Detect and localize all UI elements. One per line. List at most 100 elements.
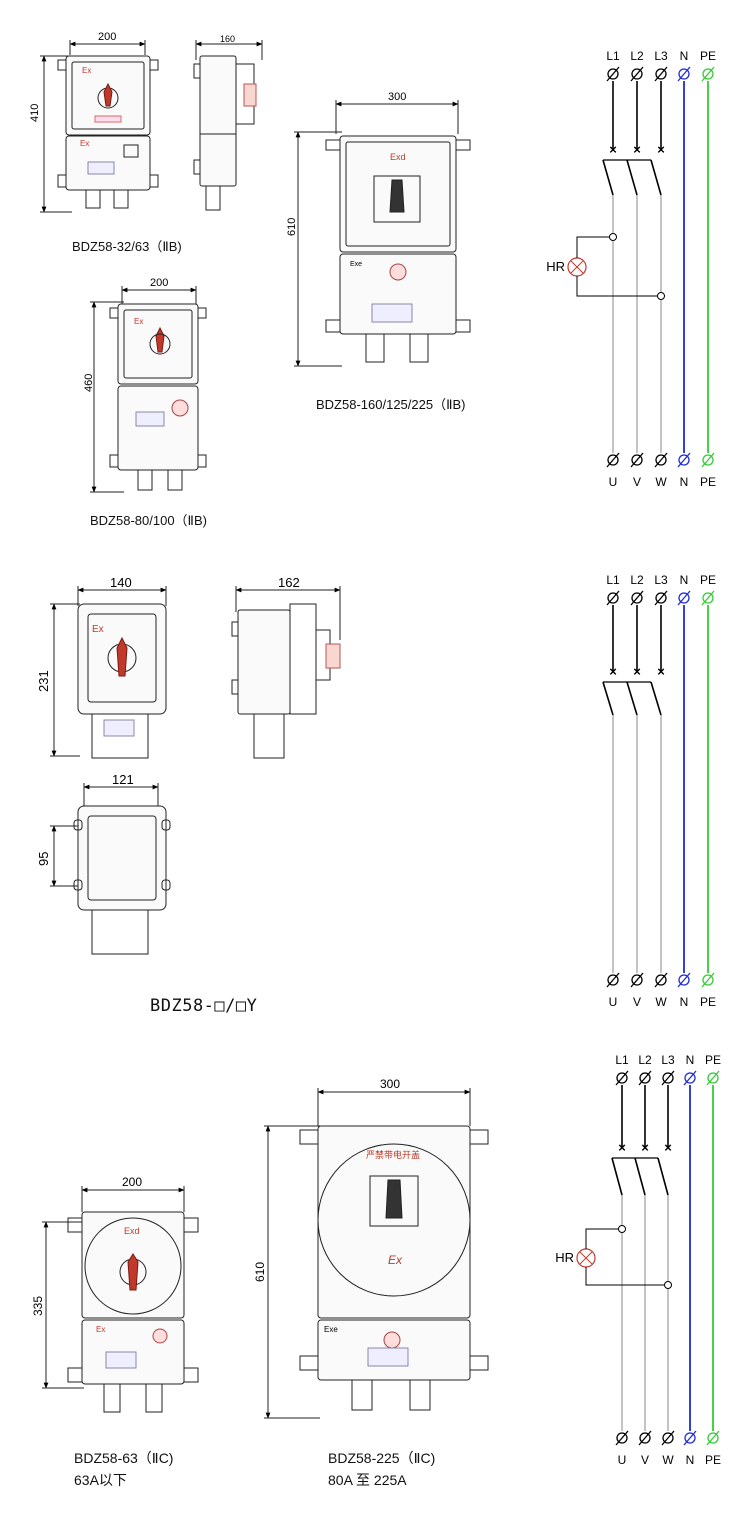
terminal-top-0-slash: [606, 66, 620, 82]
indicator-wire-top: [585, 1228, 622, 1249]
terminal-top-1: [639, 1072, 651, 1084]
enclosure-bdz58-y-side: [231, 586, 341, 759]
dim-value-y-back-height: 95: [36, 852, 51, 866]
caption-range-225: 80A 至 225A: [328, 1472, 407, 1488]
terminal-top-2: [655, 68, 667, 80]
switch-blade: [611, 1157, 623, 1196]
terminal-bottom-4-slash: [706, 1430, 720, 1446]
top-label-n: N: [680, 573, 689, 587]
enclosure-bdz58-y-back: [50, 783, 171, 955]
dim-value-160-225-height: 610: [286, 218, 298, 236]
switch-contact-icon: ×: [633, 664, 641, 679]
bottom-label-n: N: [680, 475, 689, 489]
top-label-l1: L1: [606, 573, 620, 587]
switch-blade: [634, 1157, 646, 1196]
terminal-bottom-0-slash: [615, 1430, 629, 1446]
dim-value-63-iic-width: 200: [122, 1175, 142, 1189]
terminal-top-0: [607, 592, 619, 604]
terminal-bottom-1: [631, 454, 643, 466]
junction-dot: [657, 292, 665, 300]
terminal-bottom-1-slash: [630, 452, 644, 468]
bottom-label-v: V: [633, 995, 641, 1009]
enclosure-bdz58-63-iic: [42, 1186, 199, 1413]
top-label-l2: L2: [630, 49, 644, 63]
top-label-l2: L2: [630, 573, 644, 587]
bottom-label-u: U: [609, 995, 618, 1009]
ex-label-80-100: Ex: [134, 317, 143, 326]
terminal-top-1: [631, 592, 643, 604]
top-label-l1: L1: [606, 49, 620, 63]
bottom-label-n: N: [686, 1453, 695, 1467]
terminal-top-4-slash: [701, 66, 715, 82]
switch-contact-icon: ×: [641, 1140, 649, 1155]
dim-value-32-63-width: 200: [98, 31, 116, 43]
top-label-l3: L3: [654, 49, 668, 63]
caption-bdz58-225-iic: BDZ58-225（ⅡC): [328, 1450, 436, 1466]
terminal-bottom-4: [702, 454, 714, 466]
exe-label-225-iic: Exe: [324, 1325, 338, 1334]
terminal-bottom-4: [707, 1432, 719, 1444]
top-label-n: N: [680, 49, 689, 63]
terminal-bottom-0-slash: [606, 452, 620, 468]
dim-value-80-100-width: 200: [150, 277, 168, 289]
terminal-bottom-1: [631, 974, 643, 986]
dim-value-32-63-side: 160: [220, 34, 235, 44]
terminal-bottom-1: [639, 1432, 651, 1444]
ex-label-y-front: Ex: [92, 624, 104, 635]
caption-bdz58-y: BDZ58-□/□Y: [150, 996, 258, 1016]
terminal-top-2-slash: [654, 66, 668, 82]
terminal-bottom-2: [662, 1432, 674, 1444]
switch-contact-icon: ×: [609, 664, 617, 679]
terminal-top-3: [684, 1072, 696, 1084]
terminal-bottom-1-slash: [630, 972, 644, 988]
lamp-cross-b: [579, 1251, 593, 1265]
terminal-top-1-slash: [630, 66, 644, 82]
top-label-pe: PE: [705, 1053, 721, 1067]
switch-contact-icon: ×: [657, 142, 665, 157]
switch-contact-icon: ×: [633, 142, 641, 157]
top-label-l3: L3: [654, 573, 668, 587]
exe-label-160-225: Exe: [350, 261, 362, 268]
top-label-pe: PE: [700, 49, 716, 63]
terminal-top-4: [707, 1072, 719, 1084]
terminal-bottom-0: [607, 454, 619, 466]
terminal-top-2: [662, 1072, 674, 1084]
indicator-wire-bottom: [576, 276, 661, 297]
terminal-top-0-slash: [606, 590, 620, 606]
enclosure-bdz58-80-100: [90, 286, 207, 493]
terminal-bottom-4-slash: [701, 452, 715, 468]
terminal-bottom-2: [655, 974, 667, 986]
terminal-bottom-0: [616, 1432, 628, 1444]
terminal-bottom-3-slash: [677, 452, 691, 468]
terminal-bottom-0-slash: [606, 972, 620, 988]
dim-value-y-front-width: 140: [110, 575, 132, 590]
bottom-label-v: V: [641, 1453, 649, 1467]
switch-blade: [602, 159, 614, 196]
terminal-top-0: [616, 1072, 628, 1084]
dim-value-80-100-height: 460: [83, 374, 95, 392]
dim-value-32-63-height: 410: [29, 104, 41, 122]
switch-contact-icon: ×: [618, 1140, 626, 1155]
switch-contact-icon: ×: [657, 664, 665, 679]
junction-dot: [618, 1225, 626, 1233]
terminal-bottom-3: [678, 974, 690, 986]
top-label-n: N: [686, 1053, 695, 1067]
switch-blade: [650, 159, 662, 196]
caption-bdz58-63-iic: BDZ58-63（ⅡC): [74, 1450, 174, 1466]
switch-blade: [650, 681, 662, 716]
ex-label-32-63: Ex: [82, 66, 91, 75]
terminal-bottom-3-slash: [683, 1430, 697, 1446]
terminal-bottom-3-slash: [677, 972, 691, 988]
top-label-l1: L1: [615, 1053, 629, 1067]
terminal-top-1-slash: [630, 590, 644, 606]
switch-blade: [602, 681, 614, 716]
terminal-bottom-1-slash: [638, 1430, 652, 1446]
indicator-wire-bottom: [585, 1267, 668, 1286]
terminal-top-3: [678, 592, 690, 604]
terminal-bottom-4-slash: [701, 972, 715, 988]
switch-blade: [626, 681, 638, 716]
exd-label-160-225: Exd: [390, 152, 406, 162]
terminal-top-3-slash: [683, 1070, 697, 1086]
dim-value-160-225-width: 300: [388, 91, 406, 103]
